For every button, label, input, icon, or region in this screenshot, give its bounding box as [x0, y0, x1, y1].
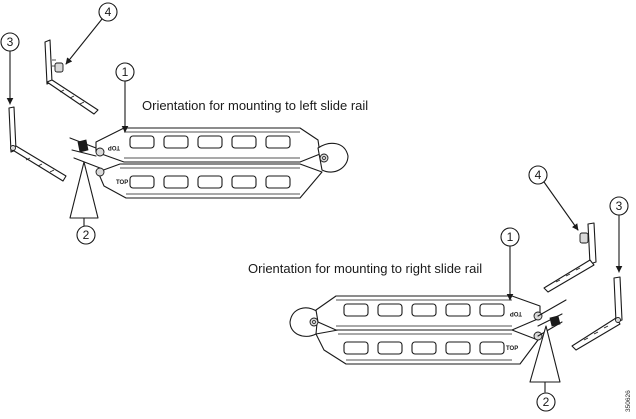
left-upper-top-label: TOP	[108, 144, 120, 150]
right-callout-2: 2	[529, 325, 561, 412]
right-callout-4: 3	[609, 196, 629, 273]
right-lower-top-label: TOP	[506, 346, 518, 352]
left-assembly: Orientation for mounting to left slide r…	[0, 2, 368, 245]
right-callout-3: 4	[528, 165, 579, 231]
svg-text:3: 3	[7, 35, 14, 49]
svg-text:4: 4	[535, 168, 542, 182]
figure-id: 350626	[625, 390, 632, 412]
svg-text:1: 1	[122, 65, 129, 79]
left-orientation-caption: Orientation for mounting to left slide r…	[142, 98, 368, 113]
left-slide-rail: TOP TOP	[69, 127, 349, 199]
left-arm-part-3	[44, 39, 99, 115]
right-arm-part-4	[571, 276, 623, 351]
right-upper-top-label: TOP	[510, 310, 522, 316]
left-arm-part-4	[8, 106, 67, 182]
right-callout-1: 1	[500, 227, 520, 301]
right-orientation-caption: Orientation for mounting to right slide …	[248, 261, 482, 276]
right-slide-rail: TOP TOP	[289, 295, 567, 365]
svg-text:1: 1	[507, 230, 514, 244]
left-callout-4: 3	[0, 32, 20, 105]
left-callout-1: 1	[115, 62, 135, 133]
right-assembly: Orientation for mounting to right slide …	[248, 165, 629, 412]
left-lower-top-label: TOP	[116, 180, 128, 186]
svg-text:4: 4	[105, 5, 112, 19]
svg-text:2: 2	[543, 395, 550, 409]
left-callout-3: 4	[65, 2, 118, 65]
left-callout-2: 2	[69, 161, 99, 245]
right-arm-part-3	[543, 222, 597, 293]
svg-text:2: 2	[83, 228, 90, 242]
svg-text:3: 3	[616, 199, 623, 213]
